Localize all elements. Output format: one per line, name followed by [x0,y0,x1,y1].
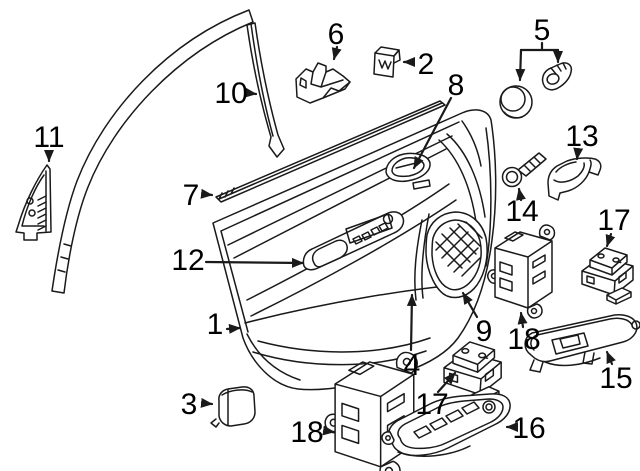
callout-13-label: 13 [565,120,598,153]
callout-18-right-label: 18 [507,323,540,356]
callout-12-label: 12 [171,244,204,277]
callout-11-label: 11 [33,121,64,154]
sail-trim-hatch [38,196,46,230]
callout-14-arrow [516,189,526,200]
part-screw [503,153,547,187]
callout-6: 6 [328,18,345,59]
callouts: 11 10 6 2 8 5 13 14 [33,14,632,449]
callout-9-arrow [463,293,477,317]
callout-8: 8 [414,69,464,168]
callout-10-arrow [244,87,256,98]
part-control-module-right [488,225,555,318]
part-belt-weatherstrip [216,101,445,202]
callout-5-label: 5 [534,14,551,47]
master-switch-rockers [414,402,479,438]
callout-14-label: 14 [505,195,538,228]
part-run-channel-strip [247,23,284,157]
callout-6-arrow [331,47,342,59]
callout-8-label: 8 [448,69,465,102]
speaker-crosshatch [436,222,482,276]
callout-9: 9 [463,293,492,348]
callout-2-label: 2 [418,48,435,81]
callout-9-label: 9 [476,315,493,348]
screw-head [503,168,522,187]
part-bracket-clip [296,63,350,103]
callout-12: 12 [171,244,303,277]
panel-switch-bezel [303,212,403,270]
callout-3-arrow [200,397,212,408]
callout-7-label: 7 [183,179,200,212]
callout-10-label: 10 [214,77,247,110]
callout-17-right: 17 [597,204,631,246]
callout-3-label: 3 [181,388,198,421]
part-window-frame-molding [52,10,253,293]
callout-18-right-arrow [517,313,528,327]
diagram-art [16,10,640,471]
callout-7: 7 [183,179,212,212]
callout-17-bottom-arrow [438,373,455,392]
callout-12-arrow [206,257,303,268]
callout-17-right-label: 17 [597,204,630,237]
callout-5-arrow-left [515,50,526,80]
callout-1: 1 [207,308,240,341]
callout-3: 3 [181,388,212,421]
callout-13: 13 [565,120,599,159]
callout-4: 4 [404,295,421,382]
part-pull-handle-cup [548,158,601,200]
callout-2: 2 [404,48,434,81]
part-plug-grommets [500,63,571,118]
callout-8-arrow [414,98,451,168]
callout-15-arrow [607,352,616,364]
part-switch-bezel-plate [525,315,640,372]
part-trim-clip [211,387,255,427]
callout-16-label: 16 [512,412,545,445]
part-master-window-switch [382,394,510,456]
part-retainer-clip [374,47,400,77]
callout-6-label: 6 [328,18,345,51]
plug-small [543,63,572,90]
callout-15-label: 15 [599,362,632,395]
panel-speaker-grille [426,212,487,298]
callout-4-label: 4 [404,349,421,382]
callout-5: 5 [515,14,563,80]
callout-10: 10 [214,77,256,110]
callout-17-bottom-label: 17 [415,388,448,421]
part-door-trim-panel [213,110,496,390]
callout-1-arrow [227,323,240,334]
callout-18-bottom-arrow [322,425,334,436]
callout-4-arrow [406,295,417,350]
callout-18-bottom-label: 18 [290,416,323,449]
part-mirror-corner-trim [16,165,51,240]
callout-1-label: 1 [207,308,224,341]
callout-18-right: 18 [507,313,541,356]
callout-14: 14 [505,189,539,228]
callout-7-arrow [200,188,212,199]
callout-11: 11 [33,121,65,161]
callout-18-bottom: 18 [290,416,334,449]
window-switch-rockers [353,223,388,244]
callout-13-arrow [573,147,584,159]
callout-16: 16 [507,412,546,445]
callout-17-bottom: 17 [415,373,455,421]
callout-15: 15 [599,352,633,395]
part-window-switch-right [582,248,633,304]
callout-17-right-arrow [605,234,616,246]
callout-5-bracket [521,43,558,50]
